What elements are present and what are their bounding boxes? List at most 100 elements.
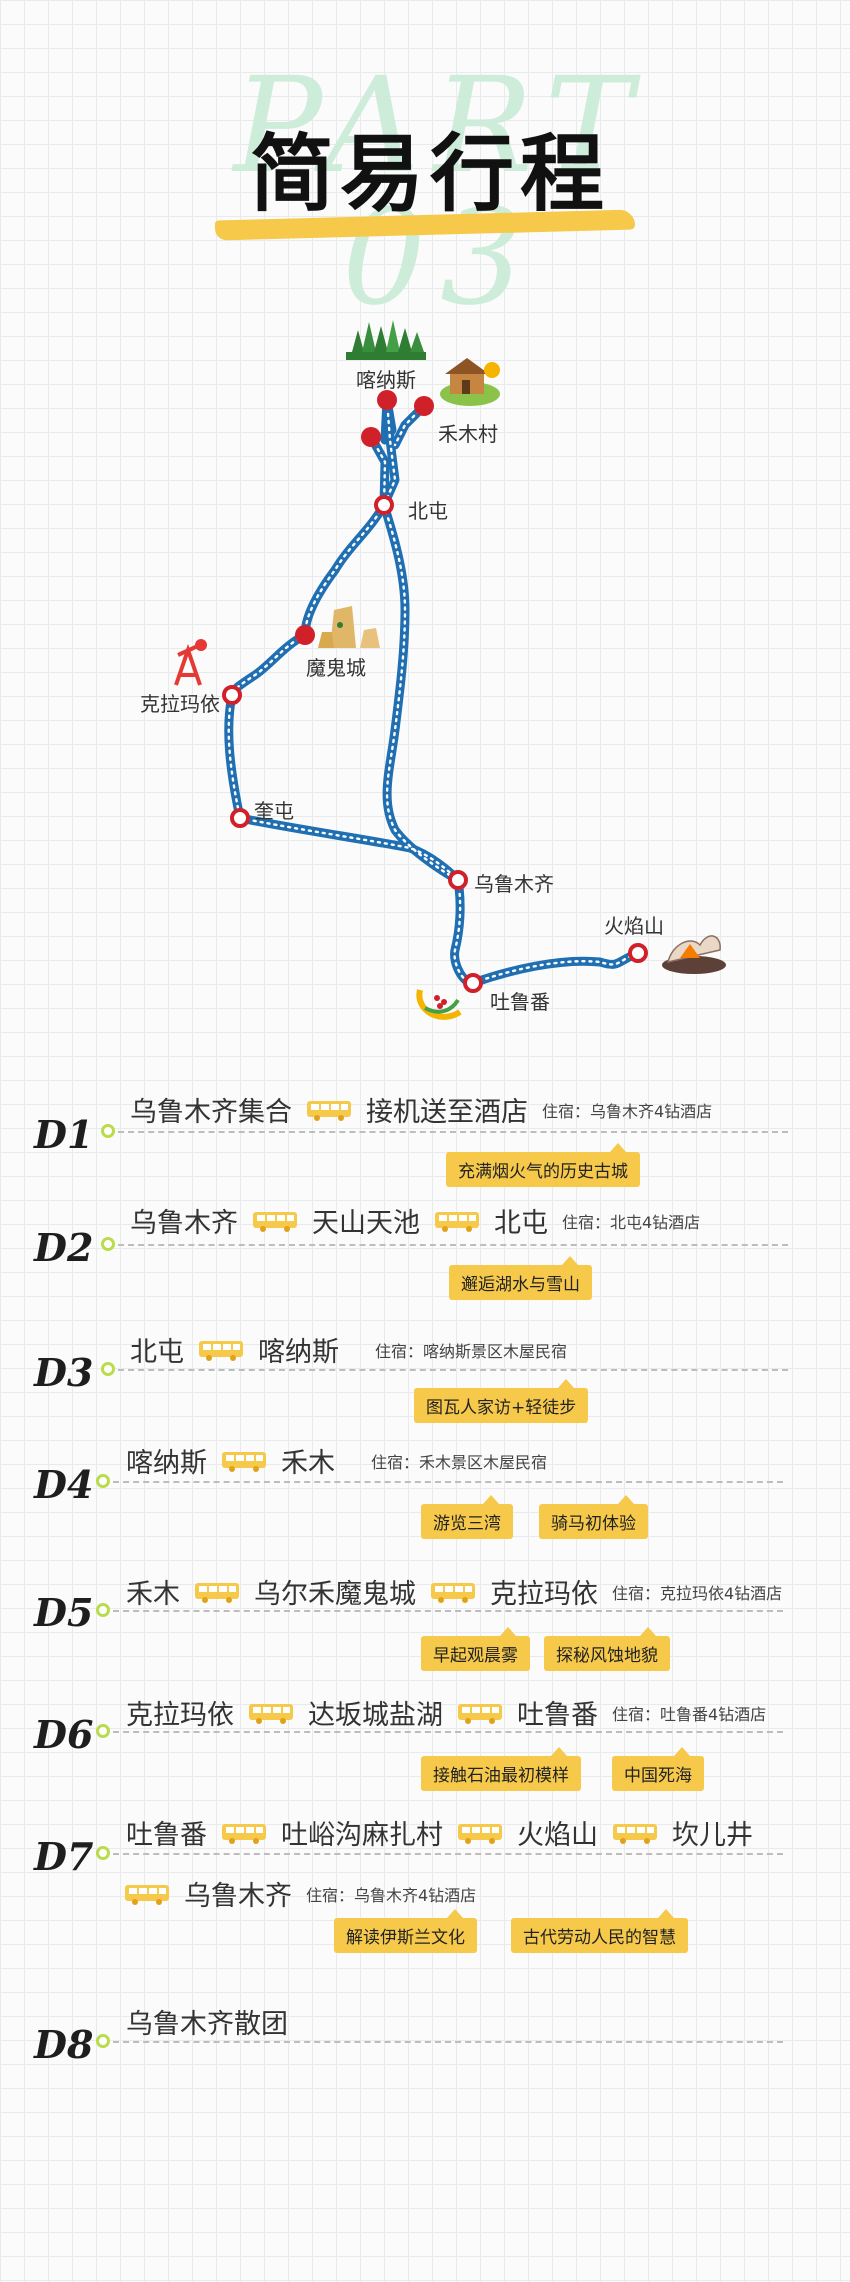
timeline-divider: [113, 1610, 783, 1612]
city-label-ghost-city: 魔鬼城: [306, 656, 366, 680]
place: 吐鲁番: [126, 1820, 207, 1851]
highlight-tag: 早起观晨雾: [421, 1627, 530, 1671]
accommodation-text: 住宿：乌鲁木齐4钻酒店: [542, 1101, 713, 1121]
bus-icon: [431, 1582, 475, 1603]
day4-route: 喀纳斯 禾木 住宿：禾木景区木屋民宿: [126, 1441, 547, 1480]
place: 达坂城盐湖: [308, 1700, 443, 1731]
bus-icon: [125, 1884, 169, 1905]
place: 火焰山: [517, 1820, 598, 1851]
marker-urumqi: [448, 870, 468, 890]
timeline-dot: [96, 1846, 110, 1860]
city-label-beitun: 北屯: [408, 499, 448, 523]
timeline-divider: [113, 2041, 783, 2043]
bus-icon: [195, 1582, 239, 1603]
city-label-karamay: 克拉玛依: [140, 692, 220, 716]
timeline-divider: [113, 1853, 783, 1855]
timeline-dot: [96, 1724, 110, 1738]
highlight-tag: 游览三湾: [421, 1495, 513, 1539]
place: 乌鲁木齐散团: [126, 2009, 288, 2040]
highlight-tag: 探秘风蚀地貌: [544, 1627, 670, 1671]
place: 接机送至酒店: [366, 1097, 528, 1128]
bus-icon: [613, 1823, 657, 1844]
timeline-dot: [96, 1474, 110, 1488]
timeline-dot: [96, 2034, 110, 2048]
flaming-mountain-icon: [662, 935, 726, 974]
place: 吐鲁番: [517, 1700, 598, 1731]
timeline-divider: [113, 1481, 783, 1483]
yardang-rock-icon: [318, 606, 380, 648]
bus-icon: [253, 1211, 297, 1232]
bus-icon: [222, 1451, 266, 1472]
day-label-d3: D3: [34, 1350, 94, 1395]
day7-route-line2: 乌鲁木齐 住宿：乌鲁木齐4钻酒店: [110, 1874, 476, 1913]
highlight-tag: 解读伊斯兰文化: [334, 1909, 477, 1953]
day-label-d1: D1: [34, 1112, 94, 1157]
place: 吐峪沟麻扎村: [281, 1820, 443, 1851]
place: 禾木: [281, 1448, 335, 1479]
highlight-tag: 中国死海: [612, 1747, 704, 1791]
timeline-dot: [96, 1603, 110, 1617]
city-label-kuitun: 奎屯: [254, 799, 294, 823]
place: 克拉玛依: [126, 1700, 234, 1731]
bus-icon: [435, 1211, 479, 1232]
city-label-urumqi: 乌鲁木齐: [474, 872, 554, 896]
bus-icon: [199, 1340, 243, 1361]
place: 喀纳斯: [126, 1448, 207, 1479]
grape-logo-icon: [416, 989, 462, 1020]
timeline-divider: [118, 1244, 788, 1246]
day-label-d5: D5: [34, 1590, 94, 1635]
day8-route: 乌鲁木齐散团: [126, 2002, 288, 2041]
day3-route: 北屯 喀纳斯 住宿：喀纳斯景区木屋民宿: [130, 1330, 567, 1369]
wooden-cabin-icon: [440, 358, 500, 406]
place: 禾木: [126, 1579, 180, 1610]
timeline-divider: [118, 1369, 788, 1371]
timeline-divider: [118, 1131, 788, 1133]
place: 喀纳斯: [258, 1337, 339, 1368]
place: 北屯: [494, 1208, 548, 1239]
bus-icon: [222, 1823, 266, 1844]
day-label-d8: D8: [34, 2022, 94, 2067]
timeline-divider: [113, 1731, 783, 1733]
city-label-turpan: 吐鲁番: [490, 990, 550, 1014]
city-label-hemu: 禾木村: [438, 422, 498, 446]
place: 乌鲁木齐集合: [130, 1097, 292, 1128]
day-label-d7: D7: [34, 1834, 94, 1879]
highlight-tag: 图瓦人家访+轻徒步: [414, 1379, 589, 1423]
day-label-d4: D4: [34, 1462, 94, 1507]
place: 乌鲁木齐: [130, 1208, 238, 1239]
day7-route-line1: 吐鲁番 吐峪沟麻扎村 火焰山 坎儿井: [126, 1813, 753, 1852]
accommodation-text: 住宿：乌鲁木齐4钻酒店: [306, 1885, 477, 1905]
place: 乌尔禾魔鬼城: [254, 1579, 416, 1610]
bus-icon: [249, 1703, 293, 1724]
day-label-d2: D2: [34, 1225, 94, 1270]
marker-karamay: [222, 685, 242, 705]
place: 坎儿井: [672, 1820, 753, 1851]
oil-derrick-icon: [174, 639, 207, 686]
accommodation-text: 住宿：禾木景区木屋民宿: [371, 1452, 548, 1472]
accommodation-text: 住宿：北屯4钻酒店: [562, 1212, 701, 1232]
timeline-dot: [101, 1362, 115, 1376]
destination-markers: [295, 390, 434, 645]
marker-kanas-village: [361, 427, 381, 447]
highlight-tag: 充满烟火气的历史古城: [446, 1143, 640, 1187]
marker-kanas: [377, 390, 397, 410]
place: 乌鲁木齐: [184, 1881, 292, 1912]
highlight-tag: 邂逅湖水与雪山: [449, 1256, 592, 1300]
marker-turpan: [463, 973, 483, 993]
forest-icon: [346, 320, 426, 360]
marker-flaming-mountains: [628, 943, 648, 963]
accommodation-text: 住宿：吐鲁番4钻酒店: [612, 1704, 767, 1724]
place: 北屯: [130, 1337, 184, 1368]
timeline-dot: [101, 1124, 115, 1138]
page-title: 简易行程: [250, 125, 611, 223]
place: 克拉玛依: [490, 1579, 598, 1610]
marker-ghost-city: [295, 625, 315, 645]
marker-hemu: [414, 396, 434, 416]
highlight-tag: 骑马初体验: [539, 1495, 648, 1539]
highlight-tag: 古代劳动人民的智慧: [511, 1909, 688, 1953]
marker-kuitun: [230, 808, 250, 828]
place: 天山天池: [312, 1208, 420, 1239]
day2-route: 乌鲁木齐 天山天池 北屯 住宿：北屯4钻酒店: [130, 1201, 700, 1240]
bus-icon: [458, 1703, 502, 1724]
marker-beitun: [374, 495, 394, 515]
